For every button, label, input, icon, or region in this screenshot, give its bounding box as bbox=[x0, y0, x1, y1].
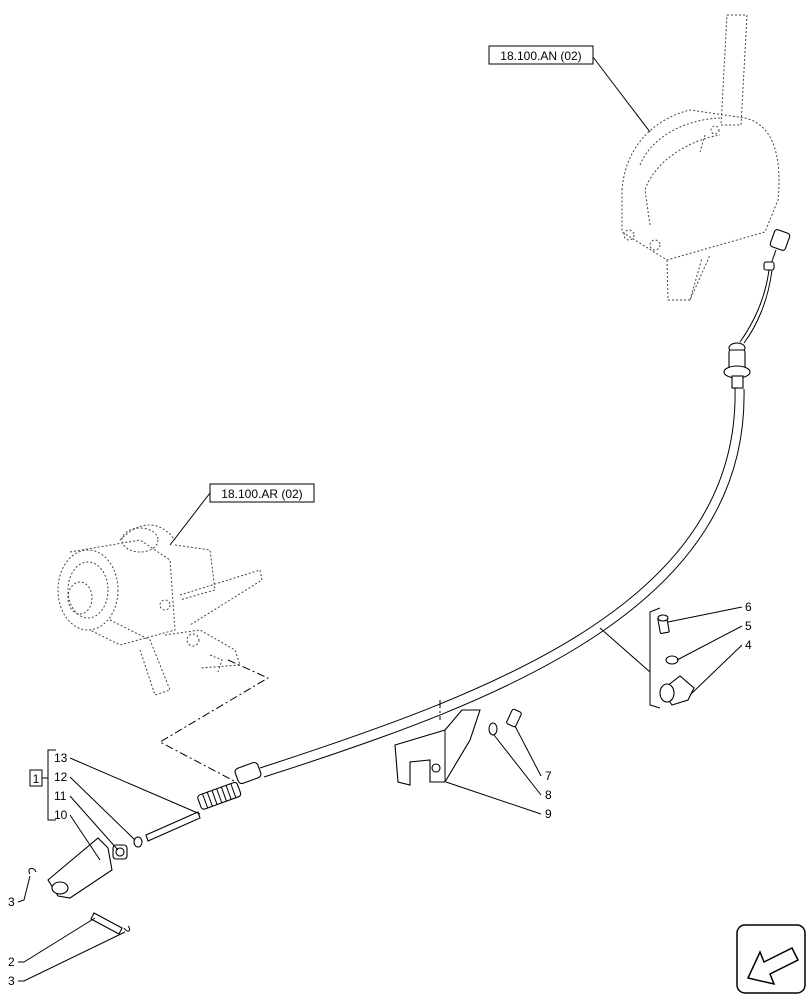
svg-text:2: 2 bbox=[8, 955, 15, 969]
callout-13[interactable]: 13 bbox=[54, 751, 201, 815]
callout-9[interactable]: 9 bbox=[445, 781, 552, 821]
bushing-4 bbox=[659, 675, 695, 706]
pin-2 bbox=[90, 912, 123, 935]
reference-leader-mid bbox=[169, 492, 211, 546]
clip-3b bbox=[123, 925, 131, 932]
transmission-assembly bbox=[57, 524, 263, 696]
svg-text:3: 3 bbox=[8, 895, 15, 909]
kit-bracket: 1 bbox=[29, 749, 56, 821]
callout-4[interactable]: 4 bbox=[689, 638, 752, 696]
svg-text:7: 7 bbox=[545, 769, 552, 783]
reference-box-mid[interactable]: 18.100.AR (02) bbox=[209, 483, 315, 503]
assembly-centerline bbox=[158, 659, 270, 783]
bracket-group-brace bbox=[649, 607, 661, 709]
callout-10[interactable]: 10 bbox=[54, 808, 101, 861]
svg-text:10: 10 bbox=[54, 808, 68, 822]
bracket-9 bbox=[394, 709, 481, 786]
washer-12 bbox=[133, 836, 143, 848]
cable-end-fitting bbox=[723, 229, 791, 389]
kit-label: 1 bbox=[33, 772, 40, 786]
callout-11[interactable]: 11 bbox=[54, 789, 119, 851]
callout-6[interactable]: 6 bbox=[667, 600, 752, 623]
svg-text:9: 9 bbox=[545, 807, 552, 821]
cable-adjuster bbox=[145, 761, 262, 842]
reference-label-mid: 18.100.AR (02) bbox=[221, 487, 302, 501]
control-lever-housing bbox=[621, 14, 780, 301]
clip-3a bbox=[28, 867, 37, 875]
washer-5 bbox=[665, 655, 679, 665]
arrow-back-icon[interactable] bbox=[736, 924, 806, 994]
callout-3-lower[interactable]: 3 bbox=[8, 931, 126, 988]
cable-to-group-leader bbox=[599, 627, 651, 673]
reference-box-top[interactable]: 18.100.AN (02) bbox=[488, 45, 594, 65]
svg-text:6: 6 bbox=[745, 600, 752, 614]
callout-8[interactable]: 8 bbox=[493, 734, 552, 802]
bolt-6 bbox=[657, 614, 670, 634]
reference-leader-top bbox=[592, 56, 651, 133]
svg-text:8: 8 bbox=[545, 788, 552, 802]
svg-text:3: 3 bbox=[8, 974, 15, 988]
svg-text:13: 13 bbox=[54, 751, 68, 765]
reference-label-top: 18.100.AN (02) bbox=[500, 49, 581, 63]
clevis-10 bbox=[47, 837, 113, 899]
control-cable bbox=[259, 387, 745, 778]
svg-text:4: 4 bbox=[745, 638, 752, 652]
svg-text:12: 12 bbox=[54, 770, 68, 784]
washer-8 bbox=[488, 722, 498, 736]
bolt-7 bbox=[506, 708, 522, 728]
callout-3-upper[interactable]: 3 bbox=[8, 875, 31, 909]
callout-2[interactable]: 2 bbox=[8, 917, 96, 969]
svg-text:5: 5 bbox=[745, 619, 752, 633]
callout-5[interactable]: 5 bbox=[676, 619, 752, 661]
svg-text:11: 11 bbox=[54, 789, 67, 803]
callout-7[interactable]: 7 bbox=[514, 725, 552, 783]
callout-12[interactable]: 12 bbox=[54, 770, 136, 841]
